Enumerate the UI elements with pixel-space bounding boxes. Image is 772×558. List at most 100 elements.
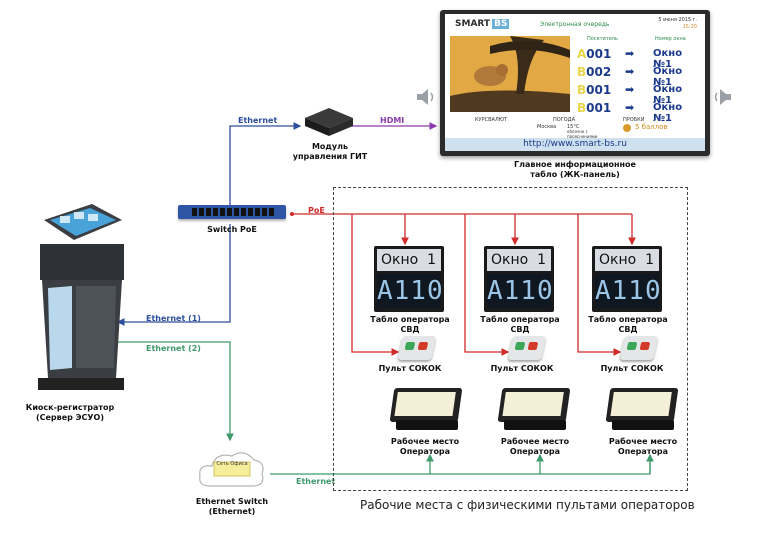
- tv-caption-line-2: табло (ЖК-панель): [530, 170, 620, 179]
- tv-time-text: 15:20: [682, 24, 697, 30]
- tv-queue-row: А001 ➡ Окно №1: [573, 46, 703, 70]
- tv-photo: [450, 36, 570, 112]
- tv-city: Москва: [537, 124, 557, 130]
- kiosk-caption-line-1: Киоск-регистратор: [25, 403, 115, 412]
- tv-ticket-letter: А: [577, 47, 587, 61]
- link-ethernet-2: [118, 341, 234, 442]
- pult-caption: Пульт СОКОК: [490, 364, 554, 373]
- switch-poe-label: Switch PoE: [207, 225, 257, 234]
- tv-caption: Главное информационное табло (ЖК-панель): [495, 160, 655, 180]
- tv-window: Окно №1: [653, 48, 683, 70]
- link-ethernet-top: [229, 122, 302, 206]
- workplace-caption: Рабочее место Оператора: [380, 437, 470, 457]
- control-module-icon: [303, 104, 355, 142]
- ethernet-bottom-label: Ethernet: [296, 477, 336, 486]
- operator-keypad: [619, 336, 659, 360]
- tv-queue-header-right: Номер окна: [655, 36, 686, 42]
- tv-info-bar: КУРСВАЛЮТ ПОГОДА Москва 15°C облачно с п…: [445, 113, 705, 139]
- tv-title: Электронная очередь: [540, 21, 610, 28]
- operator-terminal-icon: [497, 388, 571, 432]
- tv-ticket: В002: [577, 65, 611, 79]
- module-caption-line-2: управления ГИТ: [292, 152, 368, 161]
- module-caption-line-1: Модуль: [311, 142, 349, 151]
- arrow-right-icon: ➡: [625, 83, 635, 96]
- operator-window-word: Окно: [381, 252, 419, 268]
- workplace-caption: Рабочее место Оператора: [598, 437, 688, 457]
- operator-display: Окно 1 A110: [374, 246, 444, 312]
- tv-logo-badge: BS: [492, 19, 510, 29]
- tv-ticket-number: 002: [586, 65, 612, 79]
- green-button-icon: [626, 342, 638, 350]
- speaker-icon: [712, 86, 734, 112]
- ethernet-switch-caption: Ethernet Switch (Ethernet): [184, 497, 280, 517]
- workplace-caption-line-2: Оператора: [509, 447, 561, 456]
- ethernet-switch-caption-line-1: Ethernet Switch: [195, 497, 269, 506]
- tv-currency: КУРСВАЛЮТ: [475, 117, 508, 123]
- cloud-label: Сеть Офиса: [216, 461, 248, 467]
- red-button-icon: [639, 342, 651, 350]
- tv-temp: 15°C: [567, 124, 580, 130]
- green-button-icon: [404, 342, 416, 350]
- tv-ticket-number: 001: [586, 47, 612, 61]
- tv-ticket-number: 001: [586, 83, 612, 97]
- tv-caption-line-1: Главное информационное: [514, 160, 636, 169]
- red-button-icon: [527, 342, 539, 350]
- tv-window: Окно №1: [653, 102, 683, 124]
- tv-queue-row: В002 ➡ Окно №1: [573, 64, 703, 88]
- tv-ticket-number: 001: [586, 101, 612, 115]
- tv-weather-desc: облачно с прояснениями: [567, 129, 598, 139]
- traffic-icon: [623, 124, 631, 132]
- tv-date: 5 июня 2015 г.15:20: [658, 17, 697, 31]
- operator-window-number: 1: [537, 252, 547, 268]
- kiosk-icon: [32, 198, 127, 402]
- workplace-caption-line-1: Рабочее место: [500, 437, 570, 446]
- tv-ticket: В001: [577, 101, 611, 115]
- tv-queue-row: В001 ➡ Окно №1: [573, 82, 703, 106]
- operator-window-number: 1: [645, 252, 655, 268]
- display-caption: Табло оператора СВД: [370, 315, 450, 334]
- tv-date-text: 5 июня 2015 г.: [658, 17, 697, 23]
- ethernet-switch-caption-line-2: (Ethernet): [208, 507, 256, 516]
- operator-window-word: Окно: [491, 252, 529, 268]
- pult-caption: Пульт СОКОК: [378, 364, 442, 373]
- display-caption: Табло оператора СВД: [480, 315, 560, 334]
- arrow-right-icon: ➡: [625, 47, 635, 60]
- operator-display: Окно 1 A110: [592, 246, 662, 312]
- operator-window-number: 1: [427, 252, 437, 268]
- operator-terminal-icon: [389, 388, 463, 432]
- poe-switch-icon: [178, 205, 286, 219]
- tv-ticket-letter: В: [577, 65, 587, 79]
- savanna-photo-icon: [450, 36, 570, 112]
- tv-ticket-letter: В: [577, 83, 587, 97]
- operator-keypad: [397, 336, 437, 360]
- tv-ticket: В001: [577, 83, 611, 97]
- operator-display: Окно 1 A110: [484, 246, 554, 312]
- ethernet-2-label: Ethernet (2): [146, 344, 201, 353]
- tv-queue-header-left: Посетитель: [587, 36, 618, 42]
- kiosk-caption-line-2: (Сервер ЭСУО): [35, 413, 105, 422]
- module-caption: Модуль управления ГИТ: [285, 142, 375, 162]
- speaker-icon: [414, 86, 436, 112]
- kiosk-caption: Киоск-регистратор (Сервер ЭСУО): [10, 403, 130, 423]
- operator-keypad: [507, 336, 547, 360]
- display-caption: Табло оператора СВД: [588, 315, 668, 334]
- red-button-icon: [417, 342, 429, 350]
- workplace-caption-line-2: Оператора: [617, 447, 669, 456]
- tv-ticket: А001: [577, 47, 611, 61]
- workplace-caption-line-1: Рабочее место: [608, 437, 678, 446]
- tv-queue-row: В001 ➡ Окно №1: [573, 100, 703, 124]
- tv-logo-text: SMART: [455, 19, 491, 29]
- tv-queue: Посетитель Номер окна А001 ➡ Окно №1 В00…: [573, 36, 703, 124]
- arrow-right-icon: ➡: [625, 65, 635, 78]
- operators-zone: [333, 187, 688, 491]
- operator-ticket: A110: [595, 274, 662, 308]
- workplace-caption-line-2: Оператора: [399, 447, 451, 456]
- arrow-right-icon: ➡: [625, 101, 635, 114]
- workplace-caption-line-1: Рабочее место: [390, 437, 460, 446]
- workplace-caption: Рабочее место Оператора: [490, 437, 580, 457]
- ethernet-1-label: Ethernet (1): [146, 314, 201, 323]
